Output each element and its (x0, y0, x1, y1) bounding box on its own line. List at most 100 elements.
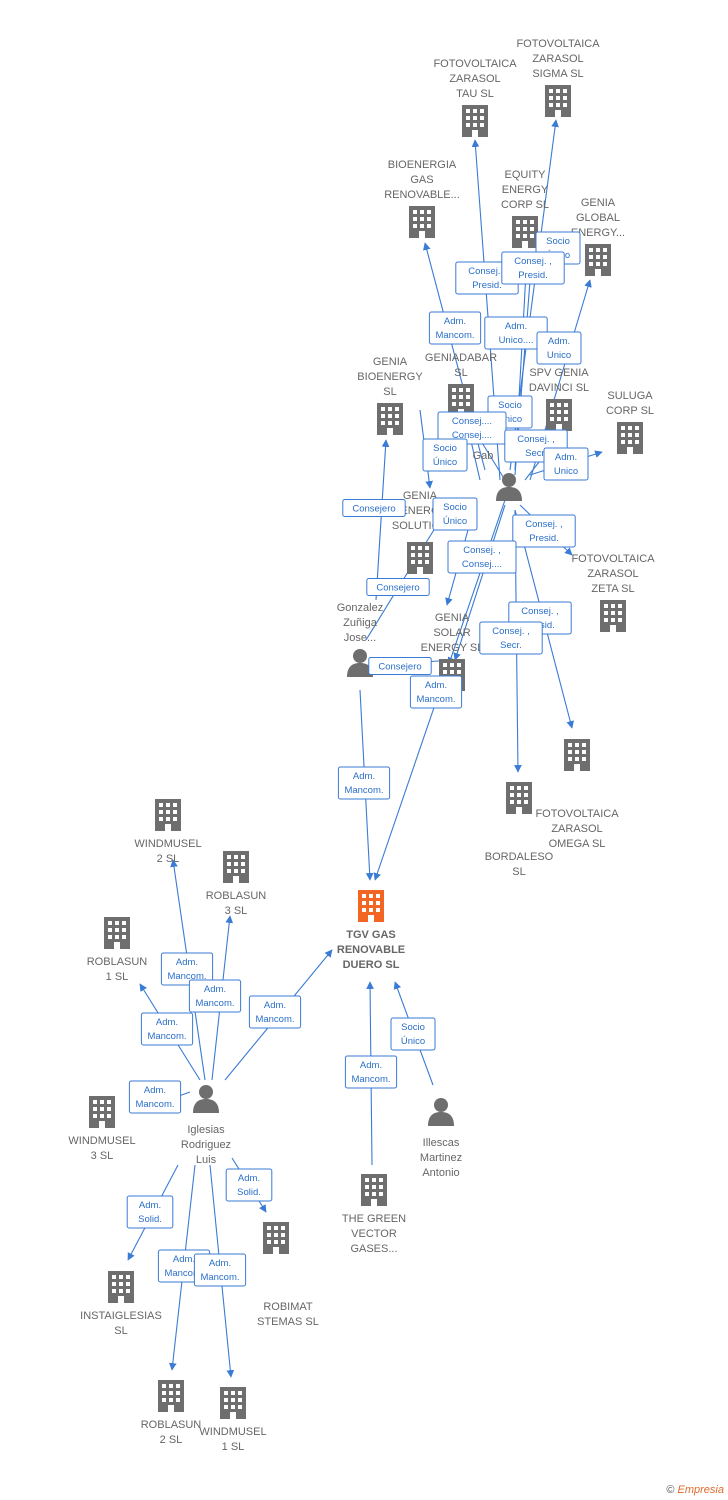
relation-r31[interactable]: Adm.Mancom. (344, 1055, 398, 1089)
relation-r5[interactable]: Consejero (342, 499, 406, 517)
relation-r21[interactable]: Consej. ,Secr. (479, 621, 543, 655)
relation-label: Único (401, 1036, 425, 1047)
node-label-line: STEMAS SL (257, 1316, 319, 1328)
relation-label: Consej. , (514, 256, 552, 267)
relation-label: Consej.... (452, 430, 492, 441)
company-icon (564, 739, 590, 771)
relation-label: Mancom. (416, 694, 455, 705)
node-label-line: ENERGY... (571, 227, 625, 239)
node-label-line: SL (114, 1325, 127, 1337)
relation-box (366, 578, 430, 596)
relation-label: Solid. (237, 1187, 261, 1198)
node-label-line: CORP SL (501, 199, 549, 211)
relation-label: Adm. (353, 771, 375, 782)
relation-label: Adm. (444, 316, 466, 327)
node-label-line: GLOBAL (576, 212, 620, 224)
company-icon (512, 216, 538, 248)
relation-label: Consej. , (463, 545, 501, 556)
node-label-line: ZARASOL (551, 823, 602, 835)
node-green-vector[interactable]: THE GREENVECTORGASES... (342, 1174, 406, 1255)
node-label-line: GASES... (350, 1243, 397, 1255)
relation-label: Presid. (518, 270, 548, 281)
relation-label: Mancom. (147, 1031, 186, 1042)
relation-box (140, 1012, 194, 1046)
person-icon (193, 1085, 219, 1113)
relation-r15[interactable]: Adm.Unico (543, 447, 589, 481)
relation-label: Secr. (525, 448, 547, 459)
relation-label: Consejero (378, 662, 421, 673)
relation-r25[interactable]: Adm.Mancom. (140, 1012, 194, 1046)
relation-r26[interactable]: Adm.Mancom. (128, 1080, 182, 1114)
relation-r19[interactable]: Consej. ,Consej.... (447, 540, 517, 574)
relation-r13[interactable]: Consej....Consej.... (437, 411, 507, 445)
relation-r29[interactable]: Adm. Solid. (225, 1168, 273, 1202)
relation-label: Socio (433, 443, 457, 454)
relation-r9[interactable]: Adm.Mancom. (428, 311, 482, 345)
relation-r2[interactable]: Adm. Mancom. (409, 675, 463, 709)
relation-r30[interactable]: Adm.Mancom. (193, 1253, 247, 1287)
brand-logo[interactable]: Empresia (677, 1484, 724, 1496)
relation-r10[interactable]: Adm.Unico.... (484, 316, 548, 350)
node-label-line: GENIA (373, 356, 408, 368)
node-label-line: Illescas (423, 1137, 460, 1149)
relation-r28[interactable]: Adm.Solid. (126, 1195, 174, 1229)
node-label-line: ROBIMAT (263, 1301, 313, 1313)
relation-r8[interactable]: Consej. , Presid. (501, 251, 565, 285)
relation-r18[interactable]: Consej. ,Presid. (512, 514, 576, 548)
node-label-line: ROBLASUN (87, 956, 148, 968)
relation-label: Único (443, 516, 467, 527)
node-label-line: SOLAR (433, 627, 470, 639)
node-gonzalez[interactable]: GonzalezZuñigaJose... (337, 602, 383, 677)
relation-r3[interactable]: Consejero (368, 657, 432, 675)
relation-label: Adm. (555, 452, 577, 463)
node-label-line: GENIADABAR (425, 352, 497, 364)
node-gabriel[interactable]: Gab (473, 450, 522, 501)
relation-r22[interactable]: Adm.Mancom. (160, 952, 214, 986)
relation-r23[interactable]: Adm.Mancom. (188, 979, 242, 1013)
node-label-line: 3 SL (225, 905, 248, 917)
relation-label: Único (433, 457, 457, 468)
relation-r1[interactable]: Adm.Mancom. (337, 766, 391, 800)
relation-box (344, 1055, 398, 1089)
relation-r24[interactable]: Adm.Mancom. (248, 995, 302, 1029)
node-genia-global[interactable]: GENIAGLOBALENERGY... (571, 197, 625, 276)
node-robimat[interactable]: ROBIMAT STEMAS SL (257, 1222, 319, 1328)
relation-box (428, 311, 482, 345)
relation-label: Adm. (425, 680, 447, 691)
company-icon (361, 1174, 387, 1206)
relation-r4[interactable]: Consejero (366, 578, 430, 596)
relation-box (447, 540, 517, 574)
relation-label: Adm. (548, 336, 570, 347)
company-icon (617, 422, 643, 454)
node-bioenergia[interactable]: BIOENERGIAGASRENOVABLE... (384, 159, 460, 238)
node-label-line: BIOENERGIA (388, 159, 457, 171)
relation-label: Adm. (238, 1173, 260, 1184)
relation-r11[interactable]: Adm.Unico (536, 331, 582, 365)
